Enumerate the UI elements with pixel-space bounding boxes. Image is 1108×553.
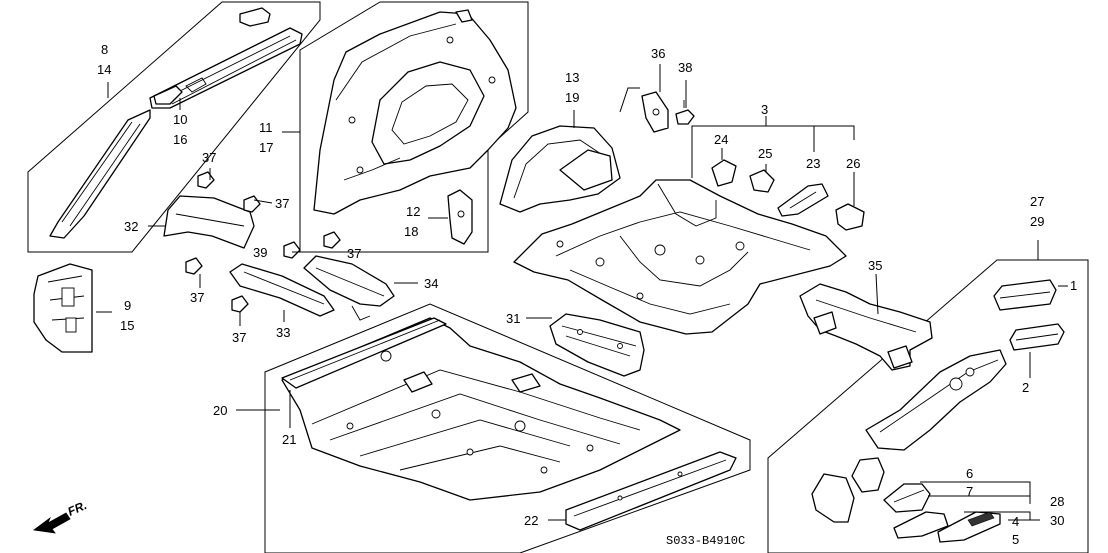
bracket-26-part — [835, 203, 865, 231]
callout-39: 39 — [253, 245, 267, 260]
callout-6: 6 — [966, 466, 973, 481]
bracket-rear-left-part — [811, 473, 855, 523]
callout-29: 29 — [1030, 214, 1044, 229]
callout-17: 17 — [259, 140, 273, 155]
callout-23: 23 — [806, 156, 820, 171]
callout-28: 28 — [1050, 494, 1064, 509]
bracket-25-part — [749, 169, 775, 193]
callout-37a: 37 — [202, 150, 216, 165]
callout-7: 7 — [966, 484, 973, 499]
callout-labels: 8 14 10 16 11 17 12 18 13 19 36 38 3 24 … — [97, 42, 1077, 547]
bolt-39-part — [283, 241, 301, 259]
bracket-32-part — [163, 195, 255, 249]
bracket-36-part — [641, 91, 669, 133]
callout-19: 19 — [565, 90, 579, 105]
callout-3: 3 — [761, 102, 768, 117]
bolt-38-part — [675, 100, 695, 125]
callout-13: 13 — [565, 70, 579, 85]
crossmember-31-part — [549, 313, 645, 377]
front-floor-part — [281, 317, 681, 501]
callout-24: 24 — [714, 132, 728, 147]
callout-21: 21 — [282, 432, 296, 447]
callout-8: 8 — [101, 42, 108, 57]
callout-1: 1 — [1070, 278, 1077, 293]
callout-5: 5 — [1012, 532, 1019, 547]
rear-wheelhouse-part — [499, 125, 621, 213]
quarter-bracket-part — [447, 189, 473, 245]
callout-20: 20 — [213, 403, 227, 418]
bracket-4-5-part — [893, 511, 1001, 543]
member-1-part — [993, 279, 1057, 311]
bracket-rear-mid-part — [851, 457, 885, 493]
rear-frame-part — [865, 349, 1007, 451]
group-frame-quarter — [299, 1, 529, 253]
callout-11: 11 — [259, 120, 273, 135]
front-direction-label: FR. — [66, 498, 89, 519]
bracket-23-part — [777, 183, 829, 217]
rear-crossmember-part — [799, 283, 933, 371]
bracket-6-7-part — [883, 483, 931, 513]
callout-4: 4 — [1012, 514, 1019, 529]
callout-37e: 37 — [232, 330, 246, 345]
callout-27: 27 — [1030, 194, 1044, 209]
callout-2: 2 — [1022, 380, 1029, 395]
callout-33: 33 — [276, 325, 290, 340]
callout-34: 34 — [424, 276, 438, 291]
callout-32: 32 — [124, 219, 138, 234]
roof-rail-part — [49, 7, 303, 239]
callout-25: 25 — [758, 146, 772, 161]
member-2-part — [1009, 323, 1065, 351]
group-frame-pillar — [27, 1, 321, 253]
group-frame-rear-frame — [767, 259, 1089, 553]
callout-9: 9 — [124, 298, 131, 313]
callout-37c: 37 — [347, 246, 361, 261]
member-34-part — [303, 255, 395, 321]
callout-37d: 37 — [190, 290, 204, 305]
b-pillar-part — [33, 263, 93, 353]
rear-floor-part — [513, 179, 847, 335]
callout-31: 31 — [506, 311, 520, 326]
callout-12: 12 — [406, 204, 420, 219]
callout-10: 10 — [173, 112, 187, 127]
callout-18: 18 — [404, 224, 418, 239]
bracket-24-part — [711, 159, 737, 187]
side-sill-part — [565, 451, 737, 531]
callout-38: 38 — [678, 60, 692, 75]
callout-22: 22 — [524, 513, 538, 528]
leader-lines — [96, 64, 1068, 521]
callout-36: 36 — [651, 46, 665, 61]
callout-16: 16 — [173, 132, 187, 147]
quarter-panel-part — [313, 9, 517, 215]
callout-15: 15 — [120, 318, 134, 333]
member-33-part — [229, 263, 335, 317]
callout-26: 26 — [846, 156, 860, 171]
callout-37b: 37 — [275, 196, 289, 211]
front-direction-arrow — [32, 512, 71, 534]
callout-14: 14 — [97, 62, 111, 77]
callout-30: 30 — [1050, 513, 1064, 528]
reference-code: S033-B4910C — [666, 534, 745, 548]
group-frame-floor — [264, 303, 751, 553]
callout-35: 35 — [868, 258, 882, 273]
